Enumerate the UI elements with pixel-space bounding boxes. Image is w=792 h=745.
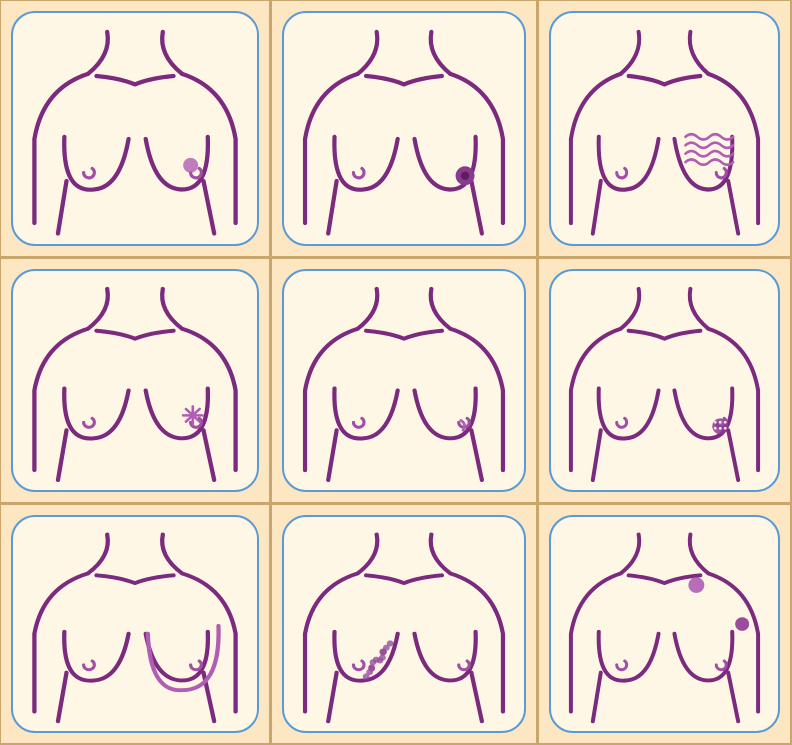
panel-lump-beside-nipple [1, 1, 269, 256]
panel-star-retraction [1, 259, 269, 502]
nipples [84, 168, 202, 177]
card-frame [282, 11, 526, 246]
armpit-lump-icon [551, 517, 778, 731]
nipples [353, 418, 469, 427]
card-frame [282, 269, 526, 492]
lump-beside-nipple-mark [183, 158, 198, 173]
nipple-crust-mark [712, 418, 728, 434]
torso-outline [571, 289, 758, 480]
panel-skin-texture-waves [539, 1, 790, 256]
nipples [617, 168, 727, 177]
dark-lump-icon [284, 13, 524, 244]
skin-texture-icon [551, 13, 778, 244]
armpit-and-upper-lumps-mark [688, 577, 749, 631]
card-frame [11, 11, 259, 246]
nipples [84, 661, 202, 670]
card-frame [549, 515, 780, 733]
card-frame [11, 515, 259, 733]
card-frame [282, 515, 526, 733]
panel-nipple-change [272, 259, 536, 502]
crust-icon [551, 271, 778, 490]
star-retraction-icon [13, 271, 257, 490]
torso-outline [305, 289, 503, 480]
skin-texture-waves-mark [685, 134, 733, 164]
nipples [617, 418, 727, 427]
panel-dotted-rash [272, 505, 536, 743]
dark-lump-at-nipple-mark [456, 166, 475, 185]
nipple-change-icon [284, 271, 524, 490]
card-frame [549, 11, 780, 246]
rash-icon [284, 517, 524, 731]
lump-icon [13, 13, 257, 244]
panel-nipple-crust [539, 259, 790, 502]
torso-outline [571, 535, 758, 722]
nipples [617, 661, 727, 670]
torso-outline [34, 32, 235, 234]
torso-outline [571, 32, 758, 234]
torso-outline [305, 32, 503, 234]
card-frame [11, 269, 259, 492]
swelling-outline-icon [13, 517, 257, 731]
nipples [353, 168, 469, 177]
panel-armpit-and-upper-lumps [539, 505, 790, 743]
star-retraction-mark [183, 406, 202, 424]
torso-outline [34, 535, 235, 722]
card-frame [549, 269, 780, 492]
nipples [84, 418, 202, 427]
panel-breast-swelling-outline [1, 505, 269, 743]
torso-outline [305, 535, 503, 722]
panel-dark-lump-at-nipple [272, 1, 536, 256]
torso-outline [34, 289, 235, 480]
